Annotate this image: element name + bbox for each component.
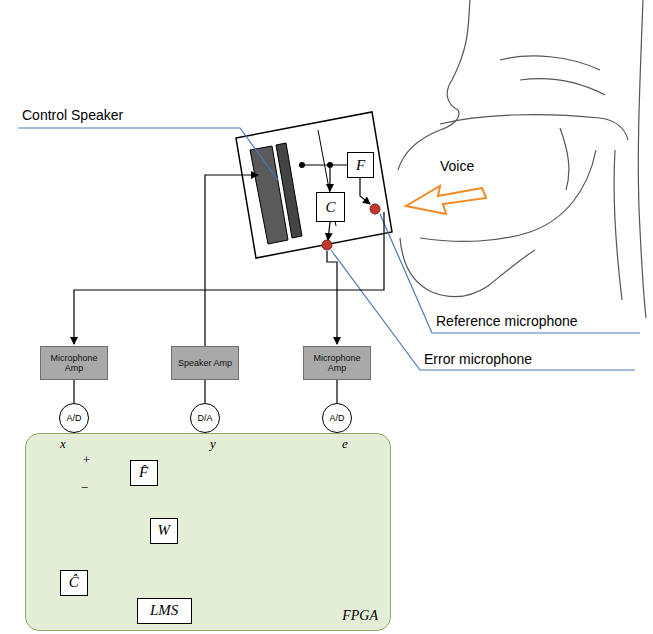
- amplifier-box: Microphone Amp: [40, 346, 108, 380]
- node-text: A/D: [329, 413, 344, 423]
- filter-box: Ĉ: [60, 570, 88, 596]
- part-label: Voice: [440, 158, 474, 174]
- junction-dot: [299, 162, 305, 168]
- converter-circle: A/D: [322, 403, 352, 433]
- filter-box: F̂: [130, 460, 158, 486]
- sign-symbol: +: [82, 452, 91, 468]
- node-text: A/D: [66, 413, 81, 423]
- signal-name: x: [60, 436, 66, 452]
- node-text: C: [325, 199, 335, 216]
- junction-dot: [327, 162, 333, 168]
- signal-connector: [73, 380, 74, 403]
- node-text: FPGA: [342, 608, 378, 624]
- lms-box: LMS: [137, 598, 192, 624]
- part-label: Control Speaker: [22, 107, 123, 123]
- reference-mic: [370, 204, 380, 214]
- block-box: C: [316, 192, 345, 222]
- signal-connector: [336, 380, 337, 403]
- error-mic: [322, 240, 332, 250]
- part-label: Error microphone: [424, 351, 532, 367]
- amplifier-box: Microphone Amp: [303, 346, 371, 380]
- node-text: W: [157, 522, 170, 539]
- sign-symbol: −: [80, 480, 89, 496]
- voice-arrow: [406, 186, 486, 214]
- node-text: LMS: [150, 602, 178, 619]
- node-text: F̂: [139, 464, 148, 481]
- speaker-magnet: [276, 143, 302, 238]
- node-text: Microphone Amp: [43, 353, 105, 373]
- amplifier-box: Speaker Amp: [171, 346, 239, 380]
- device-housing: [236, 112, 392, 258]
- node-text: Speaker Amp: [178, 358, 232, 368]
- node-text: D/A: [197, 413, 212, 423]
- converter-circle: A/D: [59, 403, 89, 433]
- converter-circle: D/A: [190, 403, 220, 433]
- node-text: Ĉ: [69, 574, 79, 591]
- part-label: Reference microphone: [436, 313, 578, 329]
- leader-line: [18, 128, 640, 370]
- block-box: F: [347, 152, 374, 178]
- node-text: Microphone Amp: [306, 353, 368, 373]
- node-text: F: [356, 157, 365, 174]
- signal-name: y: [210, 436, 216, 452]
- fpga-region: FPGA F̂ W Ĉ LMS: [25, 433, 391, 631]
- head-outline: [398, 0, 646, 318]
- wire: [74, 175, 384, 346]
- signal-name: e: [342, 436, 348, 452]
- signal-connector: [204, 380, 205, 403]
- filter-box: W: [150, 518, 178, 544]
